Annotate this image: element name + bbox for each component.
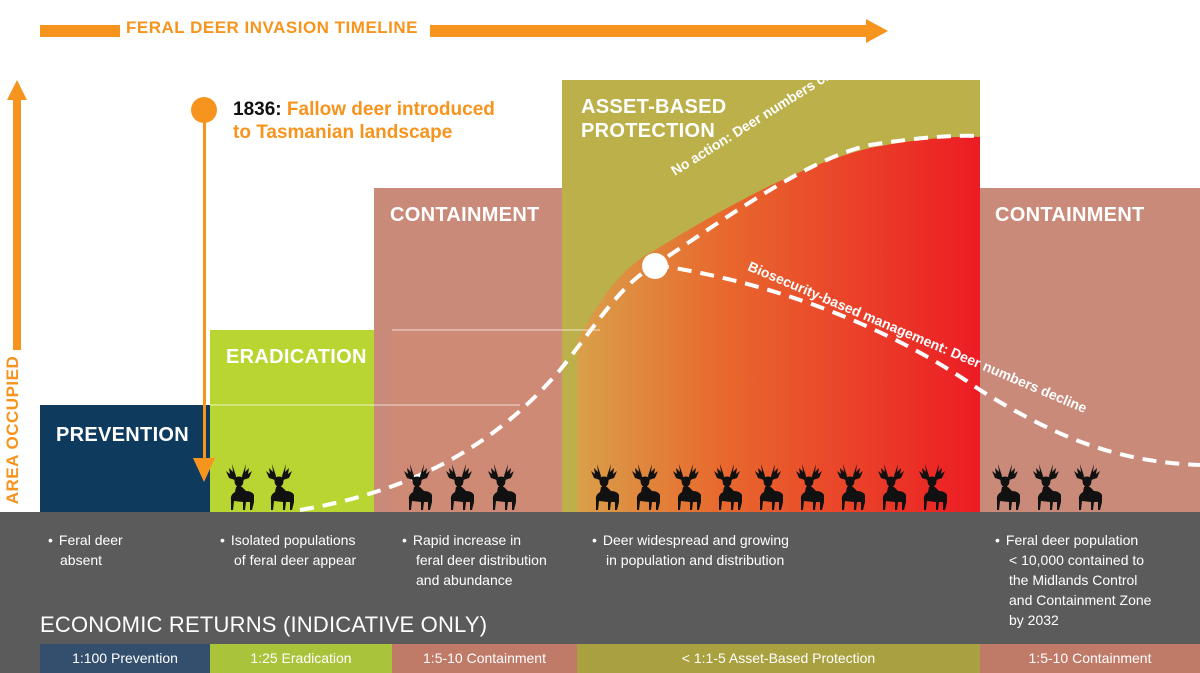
biosecurity-curve — [654, 263, 1200, 467]
divergence-point — [642, 253, 668, 279]
asset-title-line2: PROTECTION — [581, 120, 716, 142]
desc-line: feral deer distribution — [416, 552, 547, 568]
stage-title-asset-protection: ASSET-BASED PROTECTION — [581, 95, 727, 143]
timeline-arrow-icon — [40, 19, 888, 43]
heat-area — [577, 136, 980, 512]
econ-containment-2: 1:5-10 Containment — [980, 644, 1200, 673]
desc-line: Rapid increase in — [412, 532, 522, 548]
econ-eradication: 1:25 Eradication — [210, 644, 392, 673]
stage-title-prevention: PREVENTION — [56, 424, 190, 446]
desc-line: by 2032 — [1009, 612, 1059, 628]
desc-line: in population and distribution — [606, 552, 785, 568]
asset-title-line1: ASSET-BASED — [581, 96, 727, 118]
stage-title-containment-2: CONTAINMENT — [995, 204, 1145, 226]
desc-line: Isolated populations — [230, 532, 356, 548]
intro-annotation: 1836: Fallow deer introduced to Tasmania… — [233, 98, 495, 144]
intro-text-line1: Fallow deer introduced — [286, 99, 495, 120]
prevention-block — [40, 405, 210, 512]
econ-containment-1: 1:5-10 Containment — [392, 644, 577, 673]
desc-line: Deer widespread and growing — [602, 532, 789, 548]
area-arrow-icon — [7, 80, 27, 350]
desc-line: Feral deer — [58, 532, 123, 548]
desc-containment-2: •Feral deer population < 10,000 containe… — [995, 532, 1152, 628]
desc-line: Feral deer population — [1005, 532, 1139, 548]
containment-block-1-lower — [392, 330, 578, 512]
containment-block-2 — [980, 188, 1200, 512]
start-dot-icon — [191, 97, 217, 482]
intro-text-line2: to Tasmanian landscape — [233, 122, 453, 143]
desc-eradication: •Isolated populations of feral deer appe… — [220, 532, 357, 568]
desc-line: and abundance — [416, 572, 513, 588]
timeline-title: FERAL DEER INVASION TIMELINE — [122, 18, 430, 38]
desc-containment-1: •Rapid increase in feral deer distributi… — [402, 532, 547, 588]
econ-asset-protection: < 1:1-5 Asset-Based Protection — [577, 644, 980, 673]
economic-returns-title: ECONOMIC RETURNS (INDICATIVE ONLY) — [40, 612, 488, 637]
desc-line: the Midlands Control — [1009, 572, 1138, 588]
desc-line: absent — [60, 552, 103, 568]
stage-title-containment-1: CONTAINMENT — [390, 204, 540, 226]
intro-year: 1836: — [233, 99, 282, 120]
desc-line: of feral deer appear — [234, 552, 357, 568]
desc-line: < 10,000 contained to — [1009, 552, 1145, 568]
desc-line: and Containment Zone — [1009, 592, 1152, 608]
stage-title-eradication: ERADICATION — [226, 346, 367, 368]
desc-prevention: •Feral deer absent — [48, 532, 123, 568]
y-axis-label: AREA OCCUPIED — [3, 355, 22, 505]
desc-asset-protection: •Deer widespread and growing in populati… — [592, 532, 789, 568]
econ-prevention: 1:100 Prevention — [40, 644, 210, 673]
